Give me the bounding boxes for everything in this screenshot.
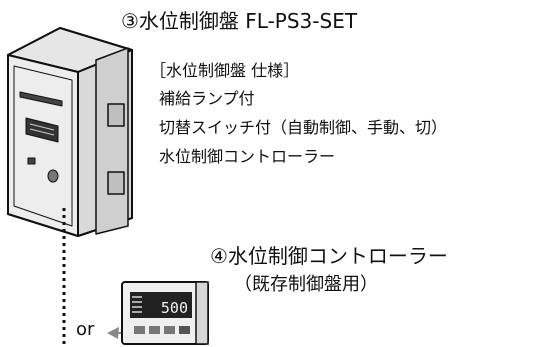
controller-title: ④水位制御コントローラー	[210, 244, 448, 268]
spec-item-controller: 水位制御コントローラー	[159, 147, 336, 166]
spec-heading: ［水位制御盤 仕様］	[150, 61, 300, 80]
spec-item-switch: 切替スイッチ付（自動制御、手動、切）	[159, 118, 448, 137]
or-label: or	[76, 319, 95, 340]
controller-illustration	[121, 281, 209, 345]
controller-display-value: 500	[161, 299, 188, 317]
controller-note: （既存制御盤用）	[234, 274, 378, 295]
control-panel-illustration	[7, 27, 133, 237]
panel-title: ③水位制御盤 FL-PS3-SET	[121, 9, 358, 33]
spec-item-refill-lamp: 補給ランプ付	[159, 89, 255, 108]
